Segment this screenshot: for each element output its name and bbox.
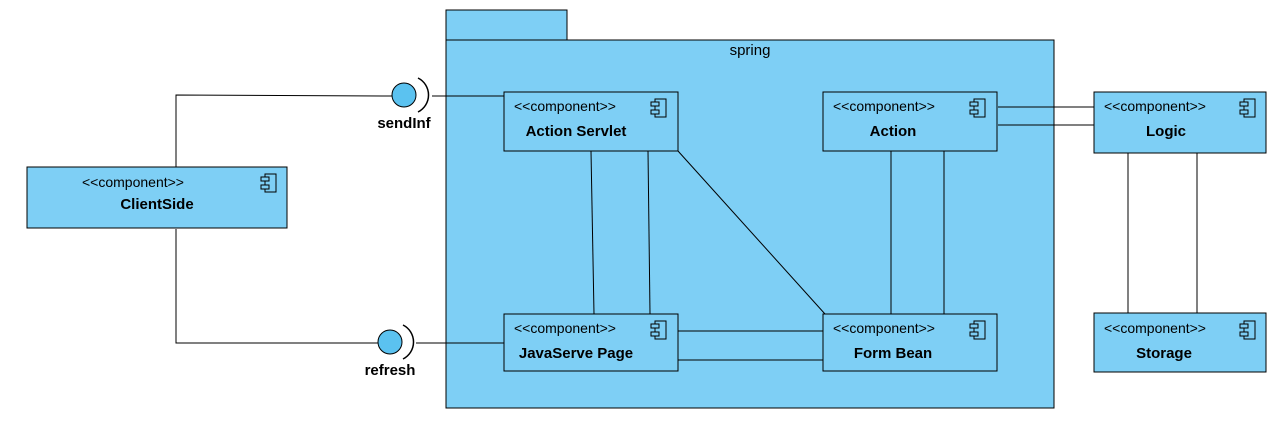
component-stereotype: <<component>> bbox=[514, 98, 616, 114]
component-stereotype: <<component>> bbox=[833, 98, 935, 114]
connector-servlet-jsp-2 bbox=[647, 150, 651, 315]
component-stereotype: <<component>> bbox=[833, 320, 935, 336]
component-box bbox=[503, 91, 679, 152]
component-name: Action Servlet bbox=[526, 123, 627, 140]
interface-socket bbox=[417, 77, 430, 113]
connector-servlet-formbean bbox=[677, 150, 826, 315]
component-box bbox=[26, 166, 288, 229]
component-stereotype: <<component>> bbox=[514, 320, 616, 336]
component-box bbox=[1093, 312, 1267, 373]
component-stereotype: <<component>> bbox=[1104, 98, 1206, 114]
interface-label: refresh bbox=[365, 362, 416, 379]
component-box bbox=[1093, 91, 1267, 154]
component-name: Storage bbox=[1136, 345, 1192, 362]
component-name: JavaServe Page bbox=[519, 345, 633, 362]
component-name: Form Bean bbox=[854, 345, 932, 362]
component-form-bean[interactable]: <<component>> Form Bean bbox=[822, 313, 998, 372]
component-storage[interactable]: <<component>> Storage bbox=[1093, 312, 1267, 373]
component-stereotype: <<component>> bbox=[1104, 320, 1206, 336]
connectors bbox=[175, 94, 1198, 361]
component-action[interactable]: <<component>> Action bbox=[822, 91, 998, 152]
component-javaserve-page[interactable]: <<component>> JavaServe Page bbox=[503, 313, 679, 372]
component-icon bbox=[650, 320, 667, 340]
interface-label: sendInf bbox=[377, 115, 431, 132]
component-box bbox=[503, 313, 679, 372]
interface-lollipop bbox=[377, 329, 403, 355]
connector-servlet-jsp-1 bbox=[590, 150, 595, 315]
interface-socket bbox=[402, 324, 415, 360]
interface-lollipop bbox=[391, 82, 417, 108]
component-icon bbox=[969, 98, 986, 118]
component-icon bbox=[969, 320, 986, 340]
interface-sendinf[interactable]: sendInf bbox=[377, 77, 432, 132]
component-name: Action bbox=[870, 123, 917, 140]
component-box bbox=[822, 313, 998, 372]
component-clientside[interactable]: <<component>> ClientSide bbox=[26, 166, 288, 229]
component-icon bbox=[260, 173, 277, 193]
interface-refresh[interactable]: refresh bbox=[365, 324, 416, 379]
component-icon bbox=[650, 98, 667, 118]
component-name: Logic bbox=[1146, 123, 1186, 140]
component-stereotype: <<component>> bbox=[82, 174, 184, 190]
connector-clientside-sendinf bbox=[175, 94, 393, 167]
component-logic[interactable]: <<component>> Logic bbox=[1093, 91, 1267, 154]
connector-clientside-refresh bbox=[175, 229, 378, 344]
component-icon bbox=[1239, 320, 1256, 340]
component-action-servlet[interactable]: <<component>> Action Servlet bbox=[503, 91, 679, 152]
component-box bbox=[822, 91, 998, 152]
package-tab bbox=[445, 9, 568, 41]
package-name: spring bbox=[730, 42, 771, 59]
component-icon bbox=[1239, 98, 1256, 118]
component-name: ClientSide bbox=[120, 196, 193, 213]
